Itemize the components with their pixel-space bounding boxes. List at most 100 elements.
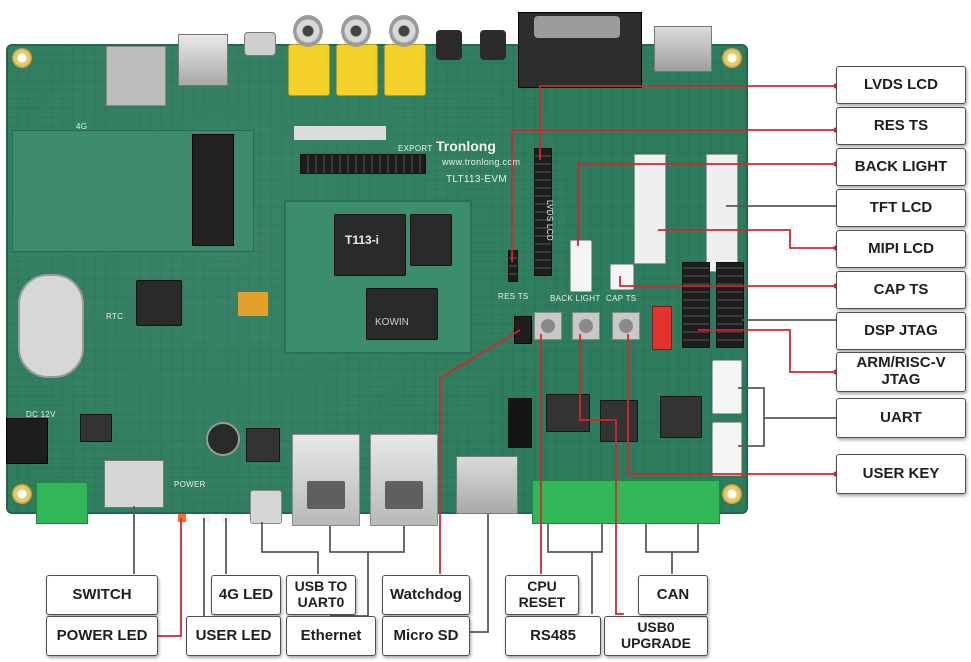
label-4g-led: 4G LED (211, 575, 281, 615)
mount-hole-bottom-left (12, 484, 32, 504)
board-model: TLT113-EVM (446, 174, 507, 185)
leader-uart-bracket (738, 387, 765, 447)
label-uart: UART (836, 398, 966, 438)
usb-c-top (244, 32, 276, 56)
pcb-board: 4G RTC EXPORT Tronlong www.tronlong.com … (6, 12, 748, 526)
memory-label: KOWIN (375, 317, 409, 328)
label-power-led: POWER LED (46, 616, 158, 656)
arm-jtag-header (682, 262, 710, 348)
silk-dc: DC 12V (26, 410, 56, 419)
brand-website: www.tronlong.com (442, 157, 521, 167)
memory-chip: KOWIN (366, 288, 438, 340)
rs485-transceiver (546, 394, 590, 432)
label-user-led: USER LED (186, 616, 281, 656)
leader-rs485-bracket (547, 524, 603, 553)
pmic-chip (410, 214, 452, 266)
micro-sd-slot (456, 456, 518, 514)
tantalum-capacitor (238, 292, 268, 316)
back-light-connector (570, 240, 592, 292)
user-key (612, 312, 640, 340)
soc-chip: T113-i (334, 214, 406, 276)
user-led-indicator (202, 514, 210, 522)
leader-usb-uart0 (261, 522, 319, 574)
leader-mipi-lcd (658, 229, 836, 249)
label-cpu-reset: CPU RESET (505, 575, 579, 615)
sim-card-slot (106, 46, 166, 106)
dc-jack (6, 418, 48, 464)
label-lvds-lcd: LVDS LCD (836, 66, 966, 104)
watchdog-jumper (514, 316, 532, 344)
silk-power: POWER (174, 480, 206, 489)
usb-uart0-port (250, 490, 282, 524)
terminal-block-left (36, 482, 88, 524)
rca-jack-3 (384, 15, 426, 96)
rca-jack-1 (288, 15, 330, 96)
label-rs485: RS485 (505, 616, 601, 656)
leader-back-light (577, 163, 836, 246)
silk-rtc: RTC (106, 312, 124, 321)
leader-watchdog (439, 329, 521, 574)
leader-cap-ts (619, 276, 836, 287)
silk-4g: 4G (76, 122, 88, 131)
silk-export: EXPORT (398, 144, 433, 153)
label-switch: SWITCH (46, 575, 158, 615)
inductor-2 (246, 428, 280, 462)
rca-jack-2 (336, 15, 378, 96)
label-can: CAN (638, 575, 708, 615)
uart4-connector (712, 360, 742, 414)
soc-label: T113-i (345, 233, 380, 247)
leader-micro-sd (468, 514, 489, 633)
label-usb0-upgrade: USB0 UPGRADE (604, 616, 708, 656)
ethernet-port-2 (370, 434, 438, 526)
silk-cap-ts: CAP TS (606, 294, 637, 303)
mount-hole-top-left (12, 48, 32, 68)
usb0-upgrade-key (572, 312, 600, 340)
label-back-light: BACK LIGHT (836, 148, 966, 186)
power-ic (136, 280, 182, 326)
watchdog-chip (508, 398, 532, 448)
res-ts-header (508, 250, 518, 282)
label-mipi-lcd: MIPI LCD (836, 230, 966, 268)
silk-back-light: BACK LIGHT (550, 294, 601, 303)
dsp-jtag-header (716, 262, 744, 348)
rtc-battery (18, 274, 84, 378)
leader-arm-jtag (698, 329, 836, 373)
audio-jack-2 (480, 30, 506, 60)
silk-res-ts: RES TS (498, 292, 529, 301)
leader-user-key (627, 334, 836, 475)
label-sticker (294, 126, 386, 140)
power-led-indicator (178, 514, 186, 522)
brand-logo: Tronlong (436, 138, 496, 154)
boot-dip-switch (652, 306, 672, 350)
label-dsp-jtag: DSP JTAG (836, 312, 966, 350)
ethernet-port-1 (292, 434, 360, 526)
label-cap-ts: CAP TS (836, 271, 966, 309)
uart3-connector (712, 422, 742, 476)
leader-usb0-upgrade (579, 334, 624, 615)
mipi-fpc-connector (634, 154, 666, 264)
can-transceiver-2 (660, 396, 702, 438)
inductor-1 (80, 414, 112, 442)
lvds-lcd-header (534, 148, 552, 276)
leader-lvds-lcd (539, 85, 836, 160)
terminal-block-right (532, 480, 720, 524)
mount-hole-top-right (722, 48, 742, 68)
audio-jack-1 (436, 30, 462, 60)
leader-res-ts (511, 129, 836, 262)
label-tft-lcd: TFT LCD (836, 189, 966, 227)
power-switch (104, 460, 164, 508)
m2-connector (192, 134, 234, 246)
leader-can-bracket (645, 524, 699, 553)
tft-fpc-connector (706, 154, 738, 272)
leader-ethernet-bracket (329, 526, 405, 553)
hdmi-port (654, 26, 712, 72)
leader-power-led (154, 518, 182, 637)
mount-hole-bottom-right (722, 484, 742, 504)
label-user-key: USER KEY (836, 454, 966, 494)
usb-host-port (178, 34, 228, 86)
label-watchdog: Watchdog (382, 575, 470, 615)
electrolytic-capacitor (206, 422, 240, 456)
label-arm-jtag: ARM/RISC-V JTAG (836, 352, 966, 392)
